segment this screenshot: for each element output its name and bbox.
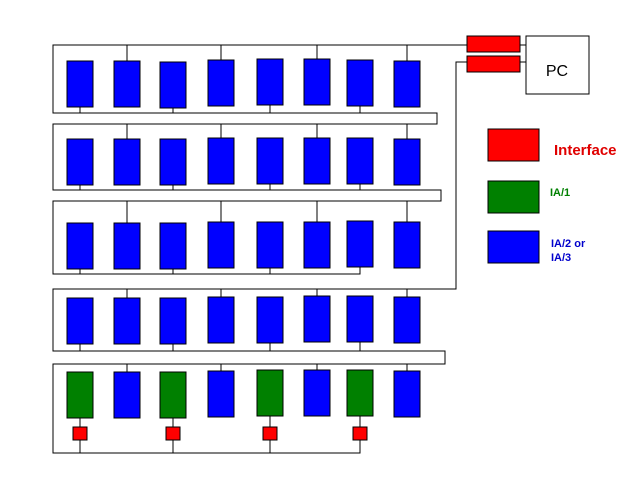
legend: Interface IA/1 IA/2 or IA/3 [487,128,617,264]
module-r2-c3-ia23 [159,138,187,186]
module-r2-c5-ia23 [256,137,284,185]
module-r2-c8-ia23 [393,138,421,186]
module-stubs [79,45,408,453]
module-r4-c3-ia23 [159,297,187,345]
bus-rack-2 [52,61,467,454]
module-r3-c6-ia23 [303,221,331,269]
module-r1-c4-ia23 [207,59,235,107]
legend-ia23-swatch [487,230,540,264]
module-r3-c5-ia23 [256,221,284,269]
interface-pc-2 [466,55,521,73]
module-r3-c1-ia23 [66,222,94,270]
module-r4-c2-ia23 [113,297,141,345]
module-r1-c1-ia23 [66,60,94,108]
module-r2-c2-ia23 [113,138,141,186]
interface-pc-1 [466,35,521,53]
legend-ia23-label-line2: IA/3 [551,252,571,264]
interface-r5-c5 [262,426,278,441]
module-r1-c8-ia23 [393,60,421,108]
bus-rack-1 [52,44,467,275]
legend-interface-swatch [487,128,540,162]
bus-wiring [52,44,526,454]
module-r2-c4-ia23 [207,137,235,185]
module-r3-c4-ia23 [207,221,235,269]
module-r1-c5-ia23 [256,58,284,106]
module-r1-c7-ia23 [346,59,374,107]
module-r5-c8-ia23 [393,370,421,418]
module-r1-c3-ia23 [159,61,187,109]
legend-ia1-label: IA/1 [550,187,570,199]
module-r4-c1-ia23 [66,297,94,345]
legend-ia23-label-line1: IA/2 or [551,238,586,250]
module-r2-c6-ia23 [303,137,331,185]
module-r5-c5-ia1 [256,369,284,417]
pc-box [525,35,590,95]
module-r5-c6-ia23 [303,369,331,417]
module-r3-c7-ia23 [346,220,374,268]
module-r3-c2-ia23 [113,222,141,270]
module-r2-c1-ia23 [66,138,94,186]
module-r5-c3-ia1 [159,371,187,419]
module-r5-c1-ia1 [66,371,94,419]
legend-ia1-swatch [487,180,540,214]
legend-interface-label: Interface [554,142,617,159]
interface-r5-c3 [165,426,181,441]
module-r4-c8-ia23 [393,296,421,344]
module-r5-c2-ia23 [113,371,141,419]
pc-label: PC [546,63,568,80]
module-r3-c8-ia23 [393,221,421,269]
module-r5-c4-ia23 [207,370,235,418]
interface-r5-c7 [352,426,368,441]
module-r2-c7-ia23 [346,137,374,185]
module-r5-c7-ia1 [346,369,374,417]
module-r4-c7-ia23 [346,295,374,343]
modules [66,58,421,441]
module-r1-c2-ia23 [113,60,141,108]
module-r4-c6-ia23 [303,295,331,343]
module-r1-c6-ia23 [303,58,331,106]
module-r3-c3-ia23 [159,222,187,270]
interface-r5-c1 [72,426,88,441]
module-r4-c5-ia23 [256,296,284,344]
module-r4-c4-ia23 [207,296,235,344]
